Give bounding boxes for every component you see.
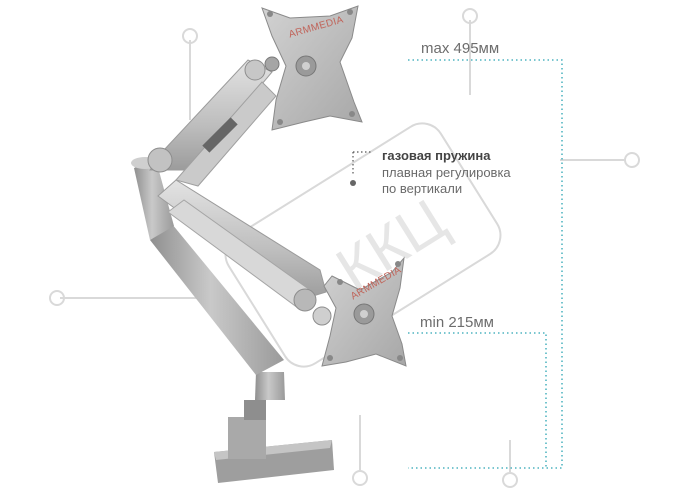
lower-arm <box>157 179 332 326</box>
min-height-label: min 215мм <box>420 314 494 331</box>
max-height-label: max 495мм <box>421 40 500 57</box>
bottom-vesa-plate <box>321 256 407 367</box>
desk-clamp <box>214 400 334 483</box>
height-guides <box>408 59 563 469</box>
mount-pole <box>131 157 285 400</box>
upper-arm <box>147 56 280 187</box>
top-vesa-plate <box>261 5 363 131</box>
gas-spring-title: газовая пружина <box>382 148 491 163</box>
gas-spring-line-2: по вертикали <box>382 181 463 196</box>
gas-spring-line-1: плавная регулировка <box>382 165 511 180</box>
spring-callout <box>350 151 372 186</box>
